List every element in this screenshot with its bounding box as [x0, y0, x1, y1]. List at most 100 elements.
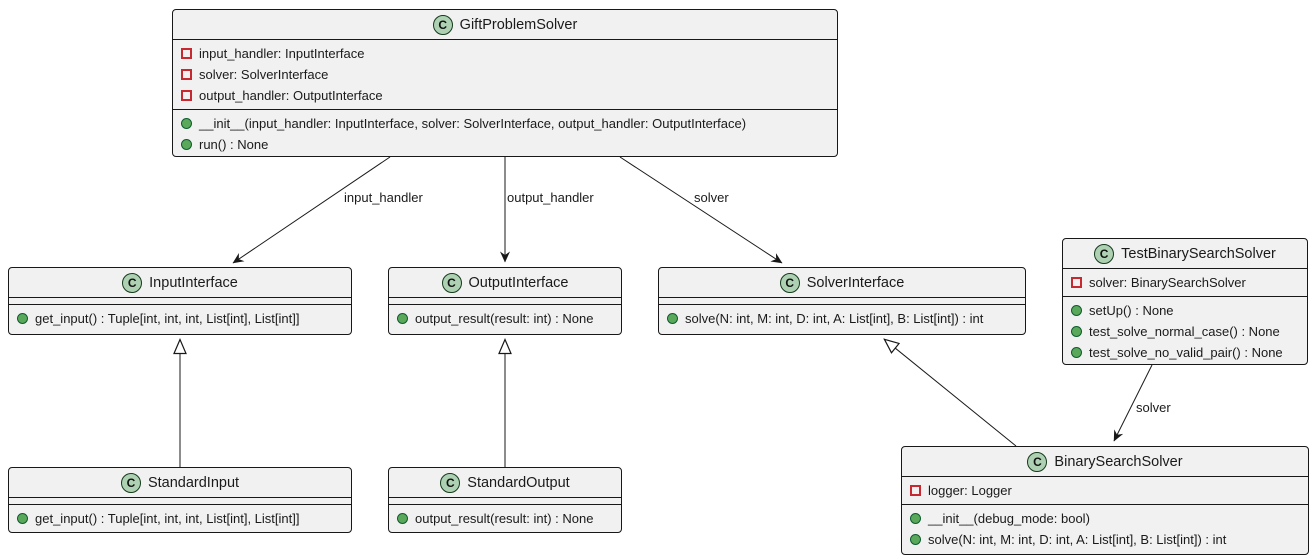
- method-text: run() : None: [199, 137, 269, 152]
- class-header: C InputInterface: [9, 268, 351, 298]
- public-method-icon: [910, 513, 921, 524]
- methods-compartment: get_input() : Tuple[int, int, int, List[…: [9, 305, 351, 332]
- class-header: C OutputInterface: [389, 268, 621, 298]
- public-method-icon: [17, 313, 28, 324]
- fields-compartment: [9, 498, 351, 505]
- field-row: logger: Logger: [910, 480, 1300, 501]
- public-method-icon: [910, 534, 921, 545]
- methods-compartment: output_result(result: int) : None: [389, 305, 621, 332]
- methods-compartment: output_result(result: int) : None: [389, 505, 621, 532]
- class-name: SolverInterface: [806, 274, 905, 291]
- fields-compartment: [389, 498, 621, 505]
- field-row: solver: SolverInterface: [181, 64, 829, 85]
- public-method-icon: [1071, 347, 1082, 358]
- field-row: input_handler: InputInterface: [181, 43, 829, 64]
- methods-compartment: setUp() : None test_solve_normal_case() …: [1063, 297, 1307, 364]
- class-header: C StandardOutput: [389, 468, 621, 498]
- class-inputinterface: C InputInterface get_input() : Tuple[int…: [8, 267, 352, 335]
- method-text: output_result(result: int) : None: [415, 511, 594, 526]
- edge-test-to-binarysearchsolver: [1113, 364, 1153, 442]
- method-row: solve(N: int, M: int, D: int, A: List[in…: [667, 308, 1017, 329]
- edge-gift-to-solverinterface: [619, 156, 783, 264]
- class-name: BinarySearchSolver: [1054, 453, 1183, 470]
- method-row: get_input() : Tuple[int, int, int, List[…: [17, 508, 343, 529]
- edge-label-test-solver: solver: [1136, 400, 1171, 415]
- public-method-icon: [181, 118, 192, 129]
- method-text: __init__(input_handler: InputInterface, …: [199, 116, 747, 131]
- edge-gift-to-inputinterface: [232, 156, 391, 264]
- class-name: GiftProblemSolver: [459, 16, 578, 33]
- class-circle-icon: C: [440, 472, 461, 493]
- public-method-icon: [667, 313, 678, 324]
- public-method-icon: [181, 139, 192, 150]
- fields-compartment: [9, 298, 351, 305]
- class-testbinarysearchsolver: C TestBinarySearchSolver solver: BinaryS…: [1062, 238, 1308, 365]
- method-row: setUp() : None: [1071, 300, 1299, 321]
- method-row: solve(N: int, M: int, D: int, A: List[in…: [910, 529, 1300, 550]
- fields-compartment: input_handler: InputInterface solver: So…: [173, 40, 837, 110]
- class-header: C StandardInput: [9, 468, 351, 498]
- fields-compartment: solver: BinarySearchSolver: [1063, 269, 1307, 297]
- public-method-icon: [397, 313, 408, 324]
- private-field-icon: [910, 485, 921, 496]
- public-method-icon: [397, 513, 408, 524]
- class-binarysearchsolver: C BinarySearchSolver logger: Logger __in…: [901, 446, 1309, 555]
- class-header: C GiftProblemSolver: [173, 10, 837, 40]
- method-row: run() : None: [181, 134, 829, 155]
- fields-compartment: logger: Logger: [902, 477, 1308, 505]
- fields-compartment: [389, 298, 621, 305]
- class-name: OutputInterface: [468, 274, 569, 291]
- field-row: solver: BinarySearchSolver: [1071, 272, 1299, 293]
- method-text: get_input() : Tuple[int, int, int, List[…: [35, 311, 300, 326]
- class-circle-icon: C: [122, 272, 143, 293]
- method-text: setUp() : None: [1089, 303, 1174, 318]
- edge-label-output-handler: output_handler: [507, 190, 594, 205]
- class-name: StandardOutput: [467, 474, 570, 491]
- class-header: C BinarySearchSolver: [902, 447, 1308, 477]
- class-giftproblemsolver: C GiftProblemSolver input_handler: Input…: [172, 9, 838, 157]
- field-row: output_handler: OutputInterface: [181, 85, 829, 106]
- class-standardoutput: C StandardOutput output_result(result: i…: [388, 467, 622, 533]
- field-text: output_handler: OutputInterface: [199, 88, 383, 103]
- methods-compartment: __init__(input_handler: InputInterface, …: [173, 110, 837, 156]
- class-solverinterface: C SolverInterface solve(N: int, M: int, …: [658, 267, 1026, 335]
- method-text: test_solve_no_valid_pair() : None: [1089, 345, 1283, 360]
- class-outputinterface: C OutputInterface output_result(result: …: [388, 267, 622, 335]
- class-circle-icon: C: [441, 272, 462, 293]
- class-circle-icon: C: [120, 472, 141, 493]
- edge-label-solver: solver: [694, 190, 729, 205]
- class-circle-icon: C: [1027, 451, 1048, 472]
- field-text: input_handler: InputInterface: [199, 46, 365, 61]
- private-field-icon: [181, 69, 192, 80]
- method-row: test_solve_no_valid_pair() : None: [1071, 342, 1299, 363]
- class-circle-icon: C: [779, 272, 800, 293]
- edge-binarysearchsolver-inherits-solverinterface: [883, 338, 1017, 447]
- method-row: __init__(debug_mode: bool): [910, 508, 1300, 529]
- class-circle-icon: C: [1094, 243, 1115, 264]
- public-method-icon: [1071, 326, 1082, 337]
- method-text: __init__(debug_mode: bool): [928, 511, 1090, 526]
- method-row: get_input() : Tuple[int, int, int, List[…: [17, 308, 343, 329]
- class-standardinput: C StandardInput get_input() : Tuple[int,…: [8, 467, 352, 533]
- edge-label-input-handler: input_handler: [344, 190, 423, 205]
- methods-compartment: __init__(debug_mode: bool) solve(N: int,…: [902, 505, 1308, 553]
- class-name: InputInterface: [149, 274, 238, 291]
- field-text: logger: Logger: [928, 483, 1012, 498]
- public-method-icon: [17, 513, 28, 524]
- public-method-icon: [1071, 305, 1082, 316]
- class-header: C SolverInterface: [659, 268, 1025, 298]
- methods-compartment: solve(N: int, M: int, D: int, A: List[in…: [659, 305, 1025, 332]
- private-field-icon: [1071, 277, 1082, 288]
- method-text: get_input() : Tuple[int, int, int, List[…: [35, 511, 300, 526]
- method-row: output_result(result: int) : None: [397, 308, 613, 329]
- class-circle-icon: C: [432, 14, 453, 35]
- private-field-icon: [181, 48, 192, 59]
- class-name: TestBinarySearchSolver: [1121, 245, 1276, 262]
- fields-compartment: [659, 298, 1025, 305]
- method-row: test_solve_normal_case() : None: [1071, 321, 1299, 342]
- method-text: solve(N: int, M: int, D: int, A: List[in…: [685, 311, 984, 326]
- method-row: output_result(result: int) : None: [397, 508, 613, 529]
- field-text: solver: BinarySearchSolver: [1089, 275, 1246, 290]
